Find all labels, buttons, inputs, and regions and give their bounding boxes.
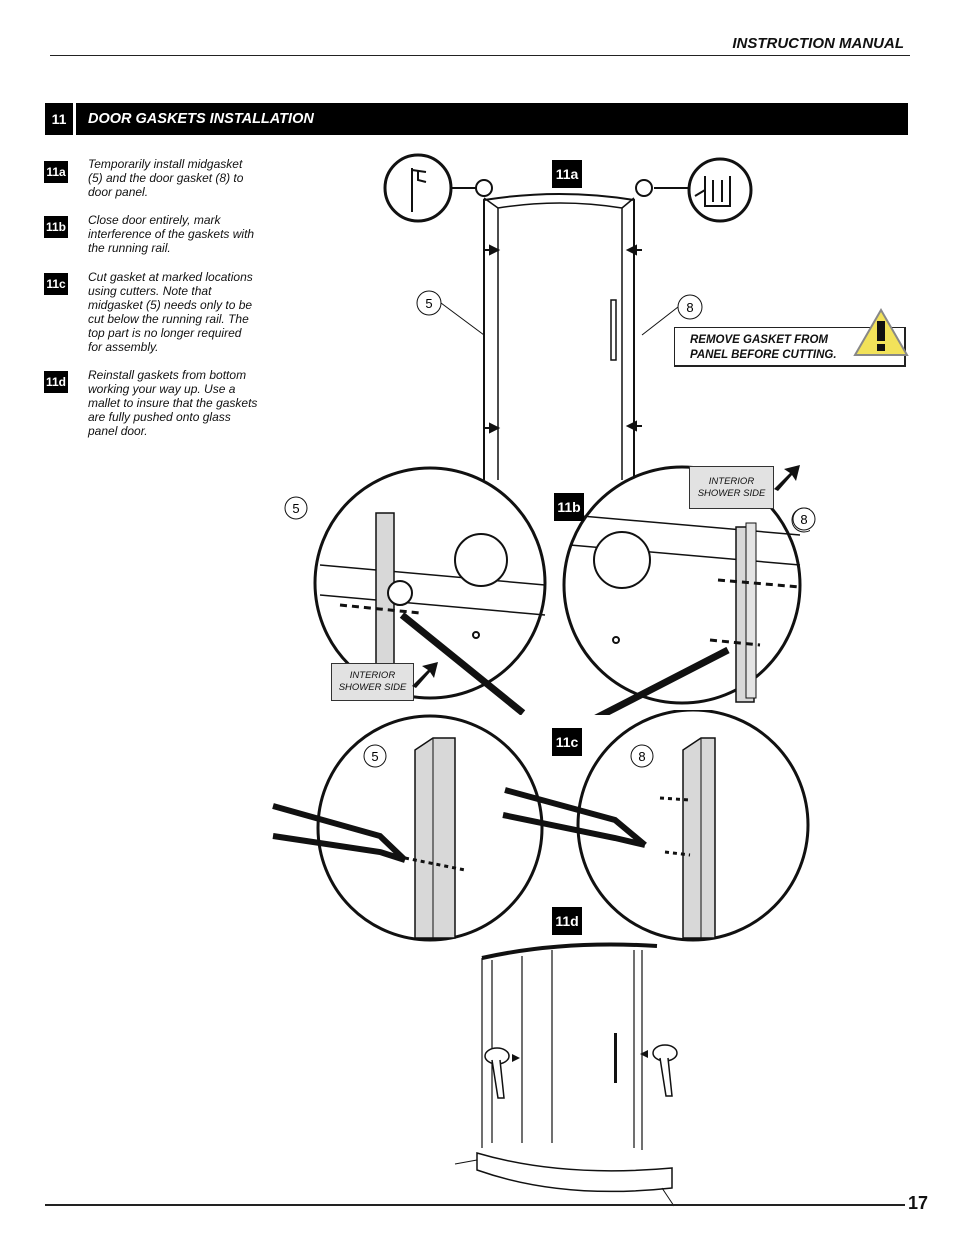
figure-badge-11d: 11d [552,907,582,935]
figure-badge-11b: 11b [554,493,584,521]
arrow-left-icon [625,244,642,256]
callout-8-label: 8 [800,512,807,527]
step-badge-11b: 11b [44,216,68,238]
section-title: DOOR GASKETS INSTALLATION [88,111,314,127]
figure-11a-illustration: 5 8 [383,153,753,480]
figure-11c-illustration [272,710,810,942]
arrow-left-icon [640,1050,648,1058]
interior-label-line2: SHOWER SIDE [338,682,407,693]
arrow-right-icon [484,244,501,256]
running-rail [481,942,658,960]
door-knob [454,533,508,587]
door-handle [610,299,617,361]
step-text-11c: Cut gasket at marked locations using cut… [88,270,253,354]
header-divider [50,55,910,56]
interior-label-line1: INTERIOR [349,670,396,681]
cutters-tool [502,787,647,848]
arrow-left-icon [625,420,642,432]
callout-8-label: 8 [638,749,645,764]
cutters-tool [272,803,408,863]
step-badge-11a: 11a [44,161,68,183]
section-bar [45,103,908,135]
step-badge-11c: 11c [44,273,68,295]
shower-base [476,1151,673,1193]
pencil [594,646,730,715]
callout-8-circle-11b: 8 [792,507,816,531]
figure-11d-illustration [454,942,678,1207]
direction-arrow-icon [412,662,438,688]
door-handle [614,1033,617,1083]
warning-line-1: REMOVE GASKET FROM [690,334,829,346]
midgasket-profile [411,168,427,212]
step-text-11d: Reinstall gaskets from bottom working yo… [88,368,258,438]
callout-8-label: 8 [686,300,693,315]
door-gasket-profile [694,176,731,207]
warning-line-2: PANEL BEFORE CUTTING. [690,349,837,361]
page-number: 17 [908,1193,929,1213]
callout-5-label: 5 [371,749,378,764]
callout-5-label: 5 [292,501,299,516]
step-text-11b: Close door entirely, mark interference o… [88,213,255,255]
arrow-right-icon [512,1054,520,1062]
callout-5-label: 5 [425,296,432,311]
interior-label-line1: INTERIOR [708,475,755,487]
interior-label-line2: SHOWER SIDE [697,487,766,499]
midgasket-detail-circle [383,153,453,223]
callout-5-circle-11b: 5 [284,496,308,520]
door-gasket-detail-circle [687,157,753,223]
step-text-11a: Temporarily install midgasket (5) and th… [88,157,244,199]
manual-title: INSTRUCTION MANUAL [732,35,904,52]
callout-5-circle-11c: 5 [363,744,387,768]
direction-arrow-icon [774,465,800,491]
step-badge-11d: 11d [44,371,68,393]
warning-icon [853,308,909,356]
figure-11b-illustration [313,465,810,715]
section-number: 11 [45,103,76,135]
warning-text: REMOVE GASKET FROM PANEL BEFORE CUTTING. [690,333,837,363]
footer-divider [45,1204,905,1206]
figure-badge-11a: 11a [552,160,582,188]
pencil [399,612,526,715]
callout-8-circle-11c: 8 [630,744,654,768]
arrow-right-icon [484,422,501,434]
door-panel [483,193,635,480]
figure-badge-11c: 11c [552,728,582,756]
